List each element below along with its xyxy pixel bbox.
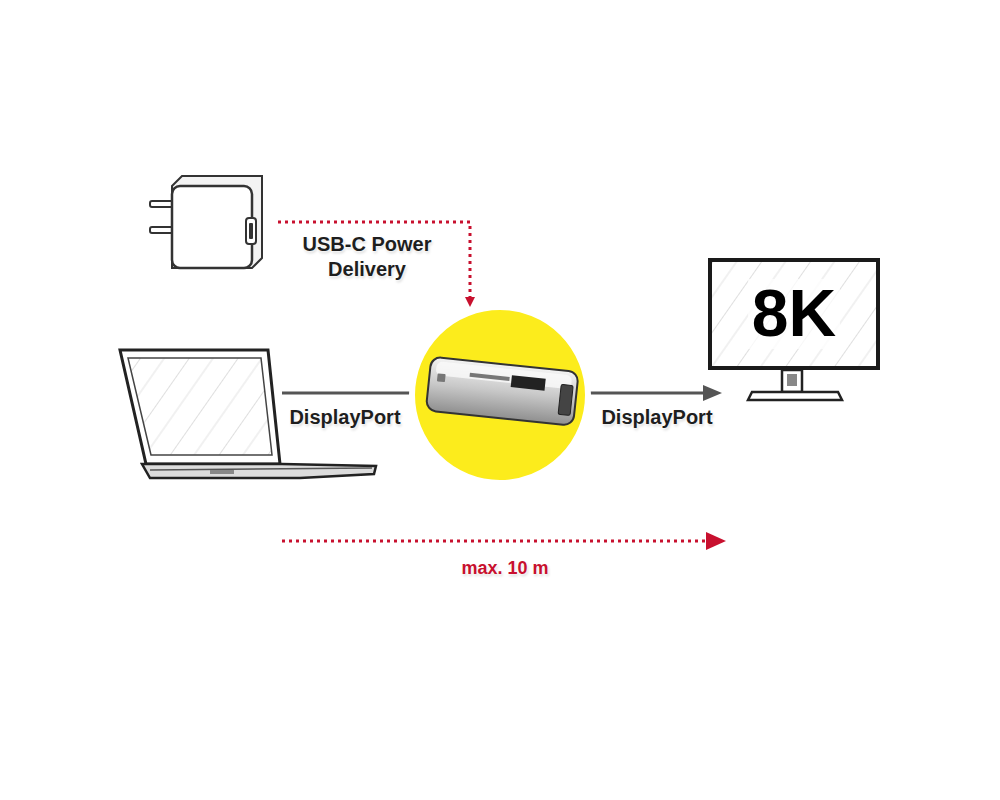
resolution-label: 8K (748, 279, 840, 348)
distance-label: max. 10 m (420, 556, 590, 580)
power-dotted-arrow (278, 222, 470, 302)
distance-dotted-arrow (282, 540, 710, 543)
arrow-head (703, 385, 722, 401)
monitor-stand (748, 370, 842, 400)
displayport-cable-out (582, 392, 705, 395)
arrow-head (706, 532, 726, 550)
port-label: DisplayPort (270, 404, 420, 430)
usb-c-charger (150, 176, 262, 268)
displayport-extender (426, 357, 579, 426)
monitor-screen: 8K (708, 258, 880, 370)
port-label: DisplayPort (582, 404, 732, 430)
highlight-circle (412, 307, 588, 483)
displayport-cable-in (282, 392, 418, 395)
power-label: USB-C Power Delivery (282, 232, 452, 282)
